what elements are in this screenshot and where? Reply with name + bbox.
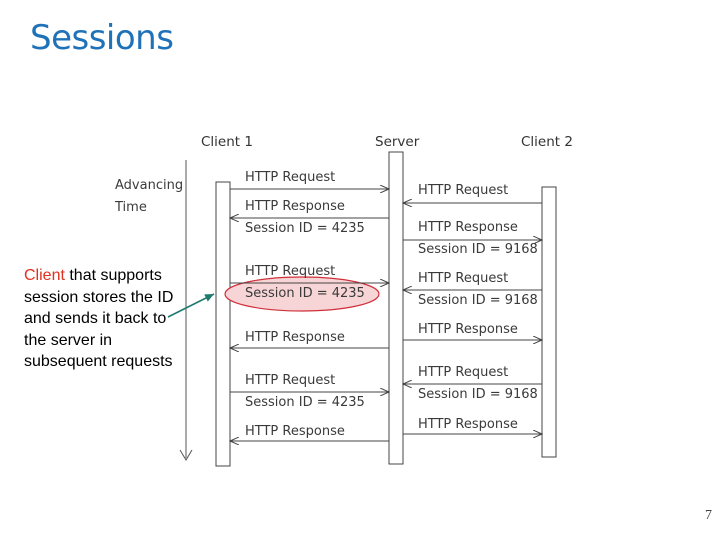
slide-title: Sessions <box>30 18 174 58</box>
lifeline-client-2 <box>541 186 557 458</box>
message-label: HTTP Response <box>418 322 518 337</box>
callout-pointer-arrow <box>167 293 215 318</box>
message-label: HTTP Response <box>418 220 518 235</box>
session-id-label: Session ID = 9168 <box>418 387 538 402</box>
session-id-label: Session ID = 4235 <box>245 395 365 410</box>
message-label: HTTP Request <box>245 373 335 388</box>
session-id-label: Session ID = 4235 <box>245 286 365 301</box>
session-id-label: Session ID = 9168 <box>418 242 538 257</box>
page-number: 7 <box>705 508 712 523</box>
message-label: HTTP Request <box>418 271 508 286</box>
time-axis-label-time: Time <box>114 200 147 215</box>
callout-highlight-word: Client <box>24 267 65 284</box>
callout-note: Client that supports session stores the … <box>24 265 192 373</box>
message-label: HTTP Response <box>245 330 345 345</box>
participant-client-2: Client 2 <box>521 134 573 150</box>
message-label: HTTP Request <box>418 183 508 198</box>
participant-client-1: Client 1 <box>201 134 253 150</box>
participant-server: Server <box>375 134 420 150</box>
message-label: HTTP Response <box>418 417 518 432</box>
message-label: HTTP Request <box>418 365 508 380</box>
message-label: HTTP Response <box>245 424 345 439</box>
message-label: HTTP Response <box>245 199 345 214</box>
lifeline-client-1 <box>215 181 231 467</box>
time-axis-arrowhead <box>179 449 193 461</box>
time-axis-label-advancing: Advancing <box>115 178 183 193</box>
message-label: HTTP Request <box>245 264 335 279</box>
message-label: HTTP Request <box>245 170 335 185</box>
session-id-label: Session ID = 9168 <box>418 293 538 308</box>
session-id-label: Session ID = 4235 <box>245 221 365 236</box>
lifeline-server <box>388 151 404 465</box>
session-id-highlight-ellipse <box>224 276 380 312</box>
callout-text: that supports session stores the ID and … <box>24 267 174 370</box>
